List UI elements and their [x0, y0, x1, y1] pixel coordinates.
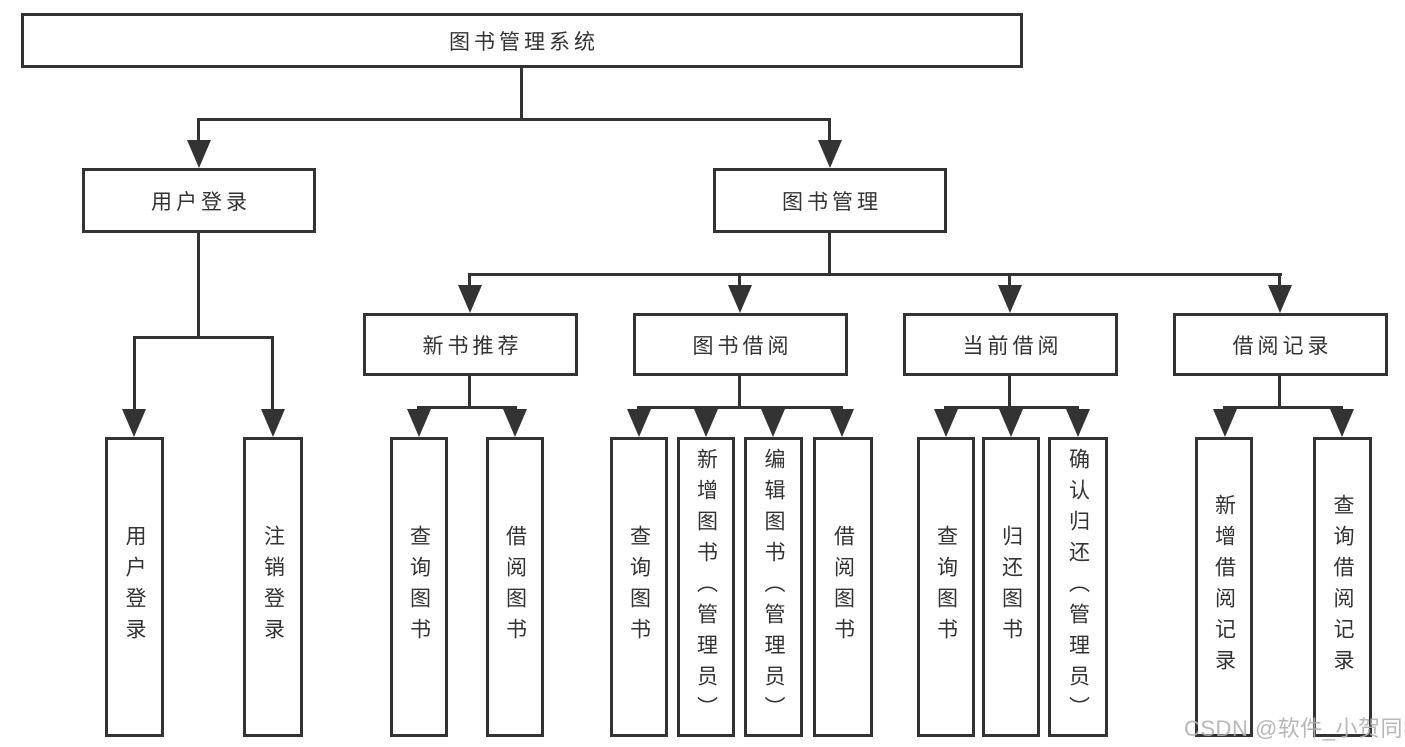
connector-line	[468, 273, 471, 285]
node-cb-return-books: 归还图书	[982, 437, 1040, 737]
node-bb-borrow-books: 借阅图书	[813, 437, 873, 737]
connector-line	[271, 336, 274, 409]
connector-line	[469, 273, 1282, 276]
connector-line	[417, 406, 420, 411]
arrowhead	[458, 285, 482, 313]
connector-line	[197, 233, 200, 336]
node-label: 查询借阅记录	[1331, 494, 1354, 680]
node-label: 图书管理系统	[449, 30, 599, 54]
arrowhead	[818, 140, 842, 168]
node-cb-query-books: 查询图书	[917, 437, 975, 737]
arrowhead	[1268, 285, 1292, 313]
connector-line	[828, 118, 831, 140]
arrowhead	[830, 409, 854, 437]
arrowhead	[1213, 409, 1237, 437]
node-current-borrow: 当前借阅	[903, 313, 1118, 376]
connector-line	[417, 406, 517, 409]
connector-line	[1076, 406, 1079, 411]
connector-line	[771, 406, 774, 411]
connector-line	[1223, 406, 1226, 411]
node-br-add-record: 新增借阅记录	[1195, 437, 1253, 737]
connector-line	[637, 406, 843, 409]
connector-line	[513, 406, 516, 411]
node-label: 查询图书	[934, 525, 958, 649]
node-label: 图书管理	[782, 190, 882, 214]
node-bb-edit-books-admin: 编辑图书（管理员）	[744, 437, 803, 737]
arrowhead	[122, 409, 146, 437]
arrowhead	[934, 409, 958, 437]
connector-line	[738, 376, 741, 406]
csdn-watermark: CSDN @软件_小贺同学	[1184, 716, 1405, 741]
node-label: 新书推荐	[422, 334, 523, 358]
node-bb-query-books: 查询图书	[610, 437, 668, 737]
connector-line	[1223, 406, 1343, 409]
node-label: 查询图书	[627, 525, 651, 649]
node-label: 当前借阅	[962, 334, 1063, 358]
node-cb-confirm-return-admin: 确认归还（管理员）	[1048, 437, 1108, 737]
arrowhead	[407, 409, 431, 437]
connector-line	[133, 336, 136, 409]
connector-line	[1278, 376, 1281, 406]
node-label: 用户登录	[123, 525, 146, 649]
node-label: 查询图书	[407, 525, 431, 649]
node-library-system: 图书管理系统	[21, 13, 1023, 68]
arrowhead	[1330, 409, 1354, 437]
connector-line	[520, 67, 523, 118]
node-leaf-user-login: 用户登录	[105, 437, 164, 737]
node-book-borrow: 图书借阅	[633, 313, 848, 376]
connector-line	[197, 118, 831, 121]
node-label: 编辑图书（管理员）	[762, 447, 785, 727]
node-bb-add-books-admin: 新增图书（管理员）	[677, 437, 735, 737]
node-label: 确认归还（管理员）	[1066, 447, 1090, 727]
node-label: 借阅记录	[1232, 334, 1333, 358]
arrowhead	[761, 409, 785, 437]
connector-line	[704, 406, 707, 411]
arrowhead	[627, 409, 651, 437]
connector-line	[468, 376, 471, 406]
arrowhead	[728, 285, 752, 313]
node-book-management: 图书管理	[713, 168, 947, 233]
arrowhead	[694, 409, 718, 437]
connector-line	[637, 406, 640, 411]
arrowhead	[998, 285, 1022, 313]
connector-line	[840, 406, 843, 411]
node-label: 用户登录	[151, 190, 251, 214]
connector-line	[197, 118, 200, 140]
arrowhead	[261, 409, 285, 437]
node-br-query-record: 查询借阅记录	[1313, 437, 1372, 737]
connector-line	[133, 336, 274, 339]
connector-line	[828, 233, 831, 273]
node-rec-borrow-books: 借阅图书	[486, 437, 544, 737]
node-label: 借阅图书	[503, 525, 527, 649]
connector-line	[944, 406, 947, 411]
arrowhead	[1066, 409, 1090, 437]
connector-line	[1008, 376, 1011, 406]
connector-line	[1009, 406, 1012, 411]
connector-line	[1340, 406, 1343, 411]
connector-line	[1278, 273, 1281, 285]
arrowhead	[503, 409, 527, 437]
node-rec-query-books: 查询图书	[390, 437, 448, 737]
arrowhead	[187, 140, 211, 168]
node-label: 注销登录	[261, 525, 285, 649]
node-borrow-records: 借阅记录	[1173, 313, 1388, 376]
node-label: 新增借阅记录	[1212, 494, 1236, 680]
node-label: 新增图书（管理员）	[694, 447, 718, 727]
node-user-login: 用户登录	[82, 168, 316, 233]
node-leaf-logout: 注销登录	[243, 437, 303, 737]
node-label: 借阅图书	[831, 525, 855, 649]
connector-line	[738, 273, 741, 285]
node-new-book-recommend: 新书推荐	[363, 313, 578, 376]
connector-line	[1008, 273, 1011, 285]
arrowhead	[999, 409, 1023, 437]
node-label: 图书借阅	[692, 334, 793, 358]
node-label: 归还图书	[999, 525, 1023, 649]
